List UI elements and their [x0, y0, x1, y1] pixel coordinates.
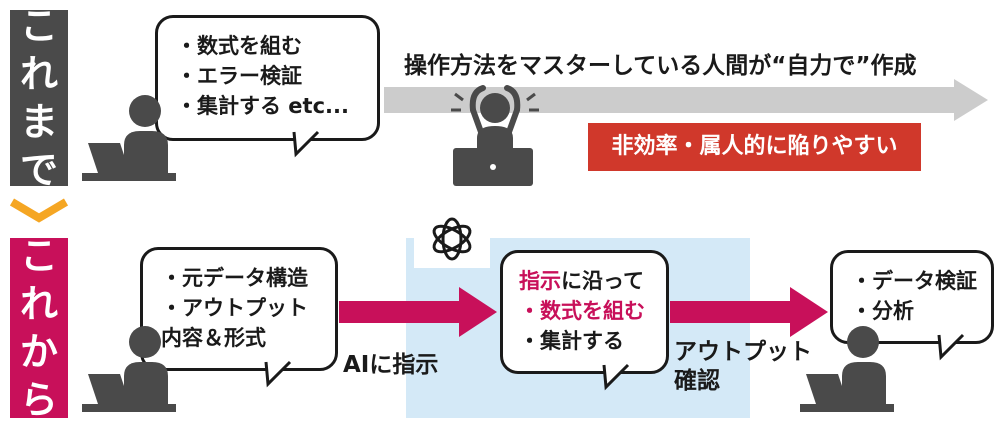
before-side-label: こ れ ま で: [10, 4, 68, 192]
ai-logo-icon: [432, 217, 472, 261]
bubble-tail: [264, 360, 292, 388]
after-side-label: こ れ か ら: [10, 234, 68, 422]
side-char: こ: [19, 234, 58, 278]
label-line: 確認: [674, 368, 720, 394]
bubble-line: ・分析: [851, 299, 914, 323]
side-char: ま: [19, 100, 58, 144]
bubble-tail: [937, 333, 965, 361]
bubble-tail: [602, 363, 630, 391]
output-check-label: アウトプット 確認: [674, 338, 812, 396]
side-char: れ: [19, 52, 58, 96]
side-char: で: [19, 148, 58, 192]
input-bubble: ・元データ構造 ・アウトプット 内容＆形式: [140, 247, 338, 371]
person-at-laptop-icon: [82, 326, 176, 412]
ai-bubble-line: 指示に沿って: [519, 267, 644, 295]
bubble-line: ・エラー検証: [176, 64, 302, 88]
side-char: か: [19, 330, 58, 374]
chevron-down-icon: [9, 198, 69, 223]
problem-banner: 非効率・属人的に陥りやすい: [588, 123, 921, 171]
plain-text: に沿って: [561, 269, 644, 293]
bubble-line: ・数式を組む: [176, 34, 302, 58]
bubble-line: ・元データ構造: [161, 266, 308, 290]
before-task-bubble: ・数式を組む ・エラー検証 ・集計する etc...: [155, 15, 380, 141]
side-char: こ: [19, 4, 58, 48]
accent-text: 指示: [519, 269, 561, 293]
magenta-arrow: [670, 287, 828, 337]
person-at-laptop-icon: [82, 95, 176, 181]
ai-bubble: 指示に沿って ・数式を組む ・集計する: [500, 250, 669, 374]
person-at-laptop-icon: [800, 326, 894, 412]
side-char: ら: [19, 378, 58, 422]
stressed-person-icon: [451, 85, 539, 186]
bubble-line: 内容＆形式: [161, 326, 266, 350]
before-arrow-label: 操作方法をマスターしている人間が“自力で”作成: [404, 53, 917, 79]
ai-bubble-line: ・集計する: [519, 329, 624, 353]
bubble-line: ・アウトプット: [161, 296, 308, 320]
ai-bubble-line: ・数式を組む: [519, 299, 645, 323]
side-char: れ: [19, 282, 58, 326]
magenta-arrow: [339, 287, 497, 337]
bubble-line: ・集計する etc...: [176, 94, 349, 118]
label-line: アウトプット: [674, 339, 812, 365]
bubble-tail: [292, 130, 320, 158]
bubble-line: ・データ検証: [851, 269, 977, 293]
ai-instruct-label: AIに指示: [343, 352, 439, 378]
